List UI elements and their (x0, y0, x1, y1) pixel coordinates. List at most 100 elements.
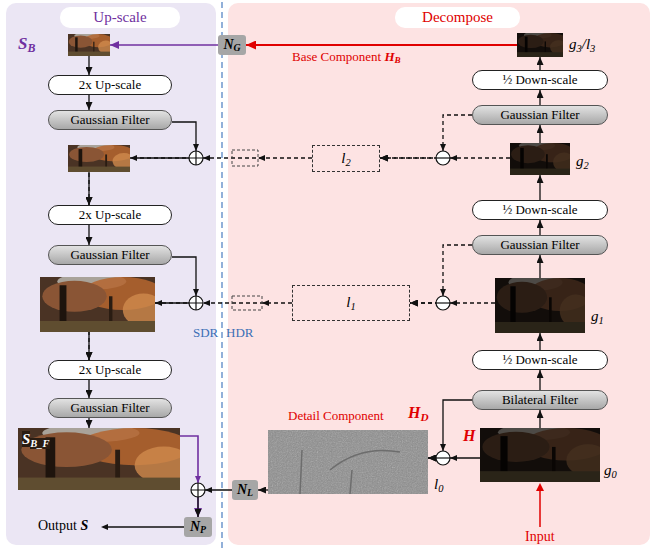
subtract-circle (436, 151, 450, 165)
connector (539, 57, 540, 70)
filter-box: Gaussian Filter (48, 110, 172, 130)
node-text: NL (237, 482, 253, 498)
node-text: Gaussian Filter (70, 401, 149, 416)
arrowhead (155, 300, 162, 306)
upscale-panel (6, 3, 216, 545)
process-box: 2x Up-scale (48, 360, 172, 380)
node-text: NP (190, 519, 206, 535)
arrowhead (193, 289, 199, 296)
image-thumbnail: SB (68, 34, 110, 56)
arrowhead (450, 455, 457, 461)
detail-edges (300, 450, 400, 494)
connector (88, 95, 89, 110)
add-operators (189, 151, 205, 497)
image-thumbnail: SB_F (18, 428, 180, 490)
connector (380, 157, 510, 158)
connector (88, 56, 89, 75)
sdr-image (68, 145, 130, 172)
arrowhead (440, 289, 446, 296)
connector (380, 115, 472, 158)
arrowhead (450, 155, 457, 161)
node-text: ½ Down-scale (502, 203, 577, 218)
connector (88, 418, 89, 428)
process-box: 2x Up-scale (48, 205, 172, 225)
add-circle (189, 296, 203, 310)
network-box: NP (184, 517, 212, 537)
free-label: HDR (226, 326, 253, 341)
filter-box: Gaussian Filter (48, 398, 172, 418)
connector (258, 489, 268, 490)
edge-label-holder: Base Component HB (292, 50, 401, 65)
dashed-slot (232, 150, 258, 166)
sdr-hdr-divider (221, 2, 222, 549)
arrowhead (203, 300, 210, 306)
node-text: 2x Up-scale (79, 208, 141, 223)
arrowhead (450, 300, 457, 306)
node-text: l2 (341, 150, 350, 167)
image-thumbnail: g1 (495, 278, 585, 333)
filter-box: Gaussian Filter (48, 245, 172, 265)
network-box: NL (232, 480, 258, 500)
image-thumbnail: g3/l3 (517, 33, 563, 57)
filter-box: Gaussian Filter (472, 105, 608, 125)
subtract-sign (436, 457, 450, 458)
sdr-image (68, 34, 110, 56)
hdr-image (480, 428, 600, 482)
add-sign (189, 296, 203, 310)
node-text: NG (223, 37, 240, 53)
free-label: Output S (38, 518, 88, 534)
connector (539, 125, 540, 143)
image-thumbnail: Hg0 (480, 428, 600, 482)
label-holder: SDR (193, 326, 218, 341)
add-sign (191, 483, 205, 497)
detail-image (268, 430, 428, 494)
input-arrow (539, 489, 541, 527)
node-text: ½ Down-scale (502, 353, 577, 368)
filter-box: Bilateral Filter (472, 390, 608, 410)
connector (246, 44, 517, 46)
process-box: 2x Up-scale (48, 75, 172, 95)
subtract-circle (436, 296, 450, 310)
free-label: SDR (193, 326, 218, 341)
dashed-box: l1 (292, 285, 410, 321)
connector (539, 175, 540, 200)
label-holder: Input (525, 529, 555, 545)
process-box: ½ Down-scale (472, 200, 608, 220)
node-text: Gaussian Filter (500, 108, 579, 123)
arrowhead (203, 155, 210, 161)
decompose-panel (228, 3, 650, 545)
connector (539, 410, 540, 428)
connector (110, 44, 218, 46)
subtract-sign (436, 302, 450, 303)
hdr-image (510, 143, 570, 175)
connector (539, 255, 540, 278)
panel-title: Decompose (395, 7, 520, 28)
panel-title: Up-scale (60, 7, 180, 28)
process-box: ½ Down-scale (472, 350, 608, 370)
arrowhead (205, 487, 212, 493)
image-thumbnail: g2 (510, 143, 570, 175)
filter-box: Gaussian Filter (472, 235, 608, 255)
dashed-slot (232, 296, 262, 310)
arrowhead (440, 144, 446, 151)
node-text: l1 (346, 294, 355, 311)
subtract-circle (436, 451, 450, 465)
add-circle (189, 151, 203, 165)
node-text: Decompose (422, 9, 493, 26)
node-text: Gaussian Filter (70, 113, 149, 128)
arrowhead (536, 483, 544, 491)
node-text: Gaussian Filter (500, 238, 579, 253)
arrowhead (193, 144, 199, 151)
arrowhead (101, 524, 108, 530)
add-sign (189, 151, 203, 165)
node-text: Up-scale (93, 9, 146, 26)
edge-label: Base Component HB (292, 50, 401, 65)
connector (410, 245, 472, 303)
node-text: Bilateral Filter (502, 393, 578, 408)
arrowhead (440, 444, 446, 451)
arrowhead (130, 155, 137, 161)
node-text: 2x Up-scale (79, 363, 141, 378)
add-circle (191, 483, 205, 497)
sdr-image (40, 277, 155, 332)
